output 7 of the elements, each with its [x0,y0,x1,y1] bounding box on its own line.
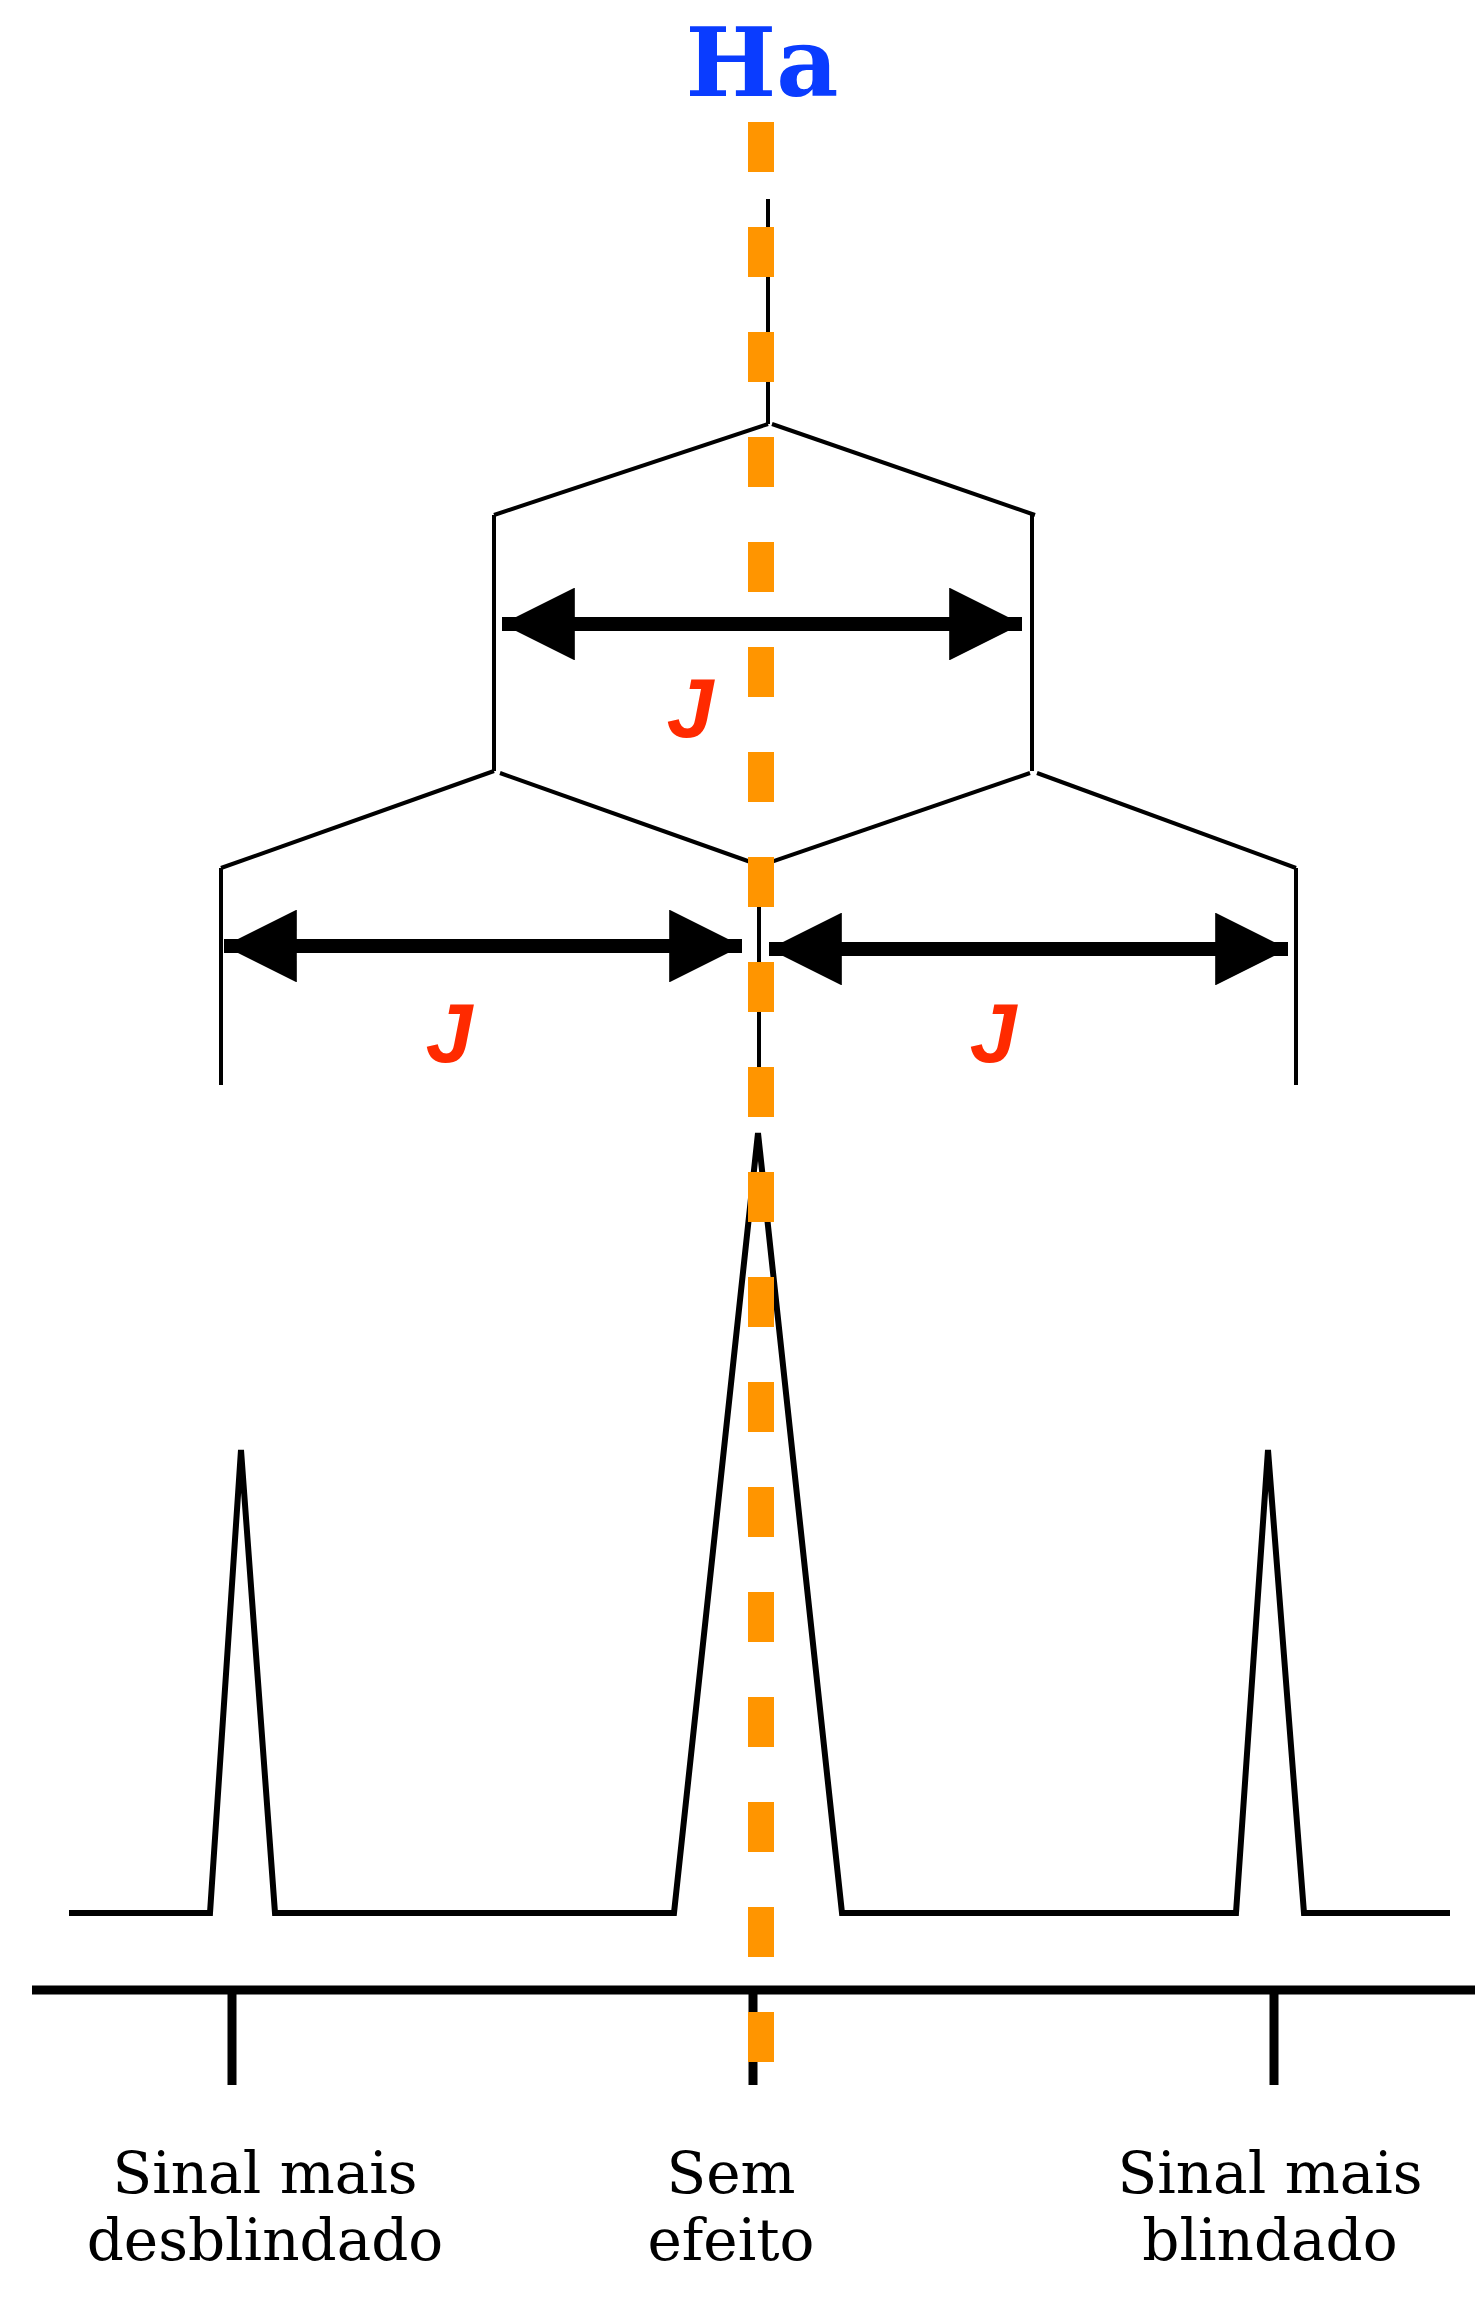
proton-label: Ha [684,8,840,119]
signal-caption: Sinal mais blindado [1116,2140,1424,2274]
coupling-constant-label: J [968,985,1019,1082]
coupling-constant-label: J [424,985,475,1082]
coupling-constant-label: J [665,660,716,757]
signal-caption: Sem efeito [646,2140,816,2274]
signal-caption: Sinal mais desblindado [85,2140,445,2274]
